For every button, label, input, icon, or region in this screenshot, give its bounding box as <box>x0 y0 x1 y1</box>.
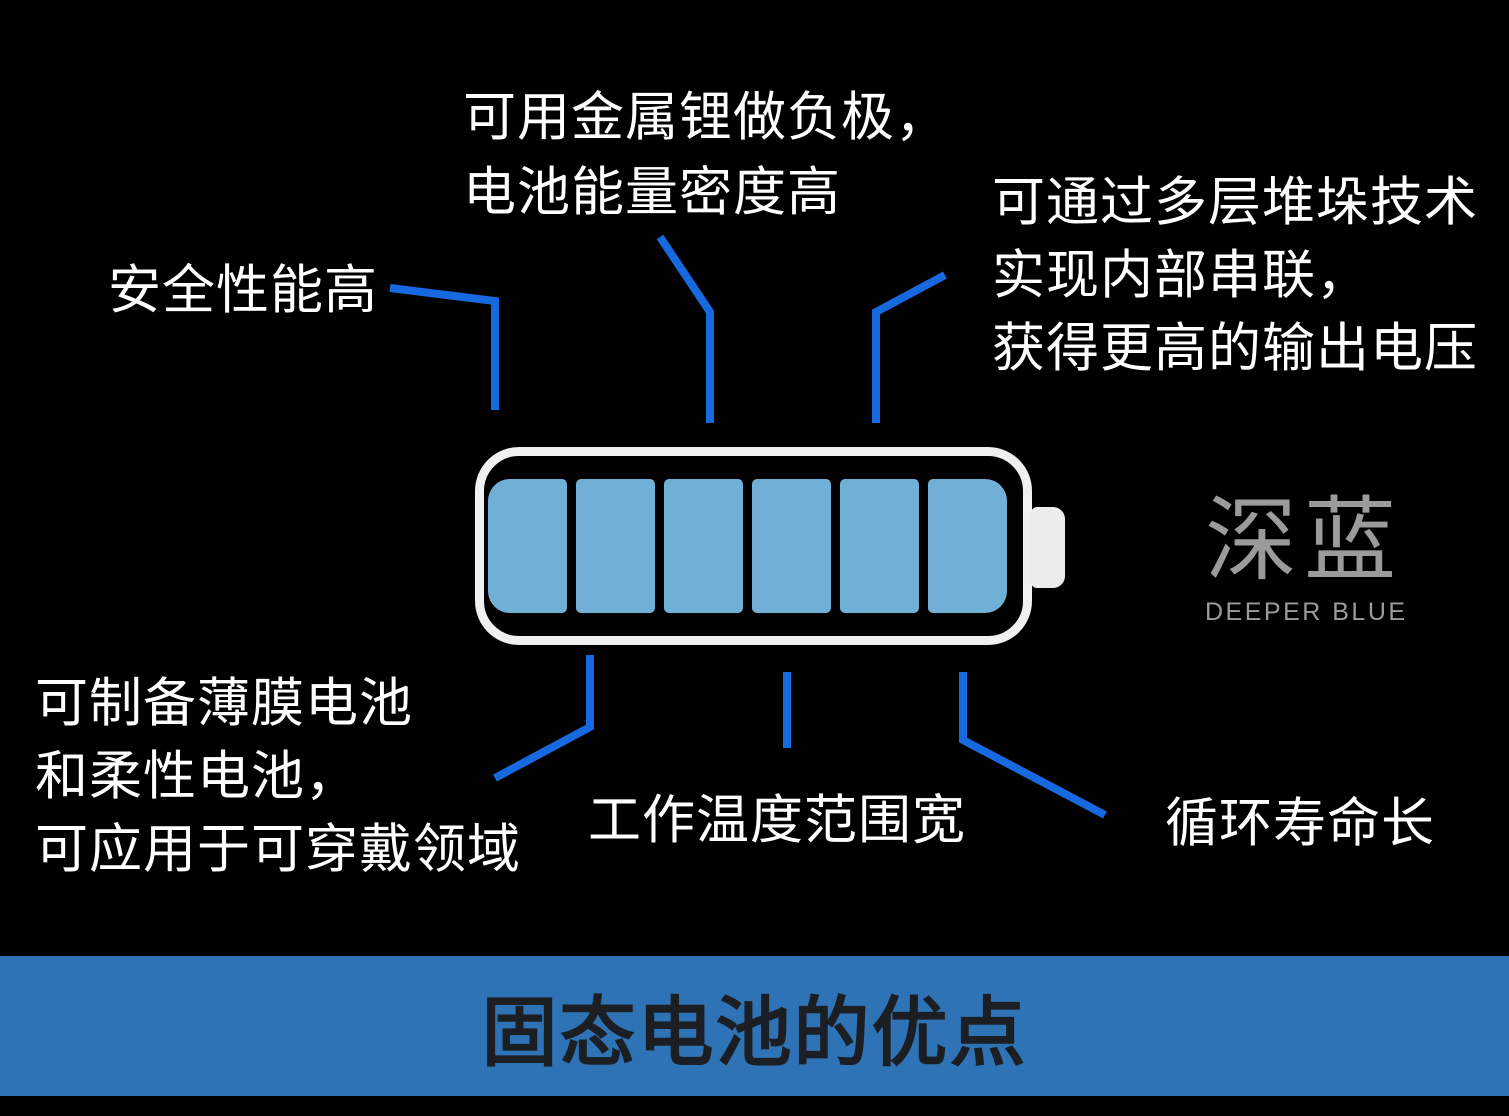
label-safety: 安全性能高 <box>108 261 378 320</box>
label-temperature: 工作温度范围宽 <box>588 791 966 850</box>
label-flexible-line2: 和柔性电池， <box>35 747 359 806</box>
logo-english-text: DEEPER BLUE <box>1205 598 1408 626</box>
battery-cell <box>928 479 1007 613</box>
label-flexible-line1: 可制备薄膜电池 <box>35 674 413 733</box>
connector-energy-density-line <box>656 234 714 423</box>
connector-safety-line <box>389 284 499 410</box>
label-energy-density-line1: 可用金属锂做负极， <box>463 88 949 147</box>
connector-cycle-life-line <box>959 672 1107 819</box>
label-energy-density: 可用金属锂做负极， 电池能量密度高 <box>463 80 949 230</box>
title-band: 固态电池的优点 <box>0 956 1509 1096</box>
connector-stacking-line <box>872 271 947 423</box>
label-flexible-line3: 可应用于可穿戴领域 <box>35 820 521 879</box>
battery-cell <box>664 479 743 613</box>
logo-chinese-text: 深蓝 <box>1205 490 1404 592</box>
battery-cell <box>840 479 919 613</box>
label-energy-density-line2: 电池能量密度高 <box>463 163 841 222</box>
label-stacking-line1: 可通过多层堆垛技术 <box>992 173 1478 232</box>
battery-cell <box>752 479 831 613</box>
label-stacking-line3: 获得更高的输出电压 <box>992 319 1478 378</box>
battery-cells <box>488 479 1007 613</box>
label-stacking: 可通过多层堆垛技术 实现内部串联， 获得更高的输出电压 <box>992 166 1478 385</box>
battery-cell <box>576 479 655 613</box>
label-flexible: 可制备薄膜电池 和柔性电池， 可应用于可穿戴领域 <box>35 667 521 886</box>
label-stacking-line2: 实现内部串联， <box>992 246 1370 305</box>
battery-icon <box>475 447 1032 645</box>
battery-terminal <box>1031 507 1065 588</box>
label-cycle-life: 循环寿命长 <box>1165 794 1435 853</box>
battery-cell <box>488 479 567 613</box>
deeper-blue-logo: 深蓝 DEEPER BLUE <box>1205 490 1408 625</box>
connector-flexible-line <box>493 655 594 782</box>
slide-title: 固态电池的优点 <box>481 991 1028 1076</box>
